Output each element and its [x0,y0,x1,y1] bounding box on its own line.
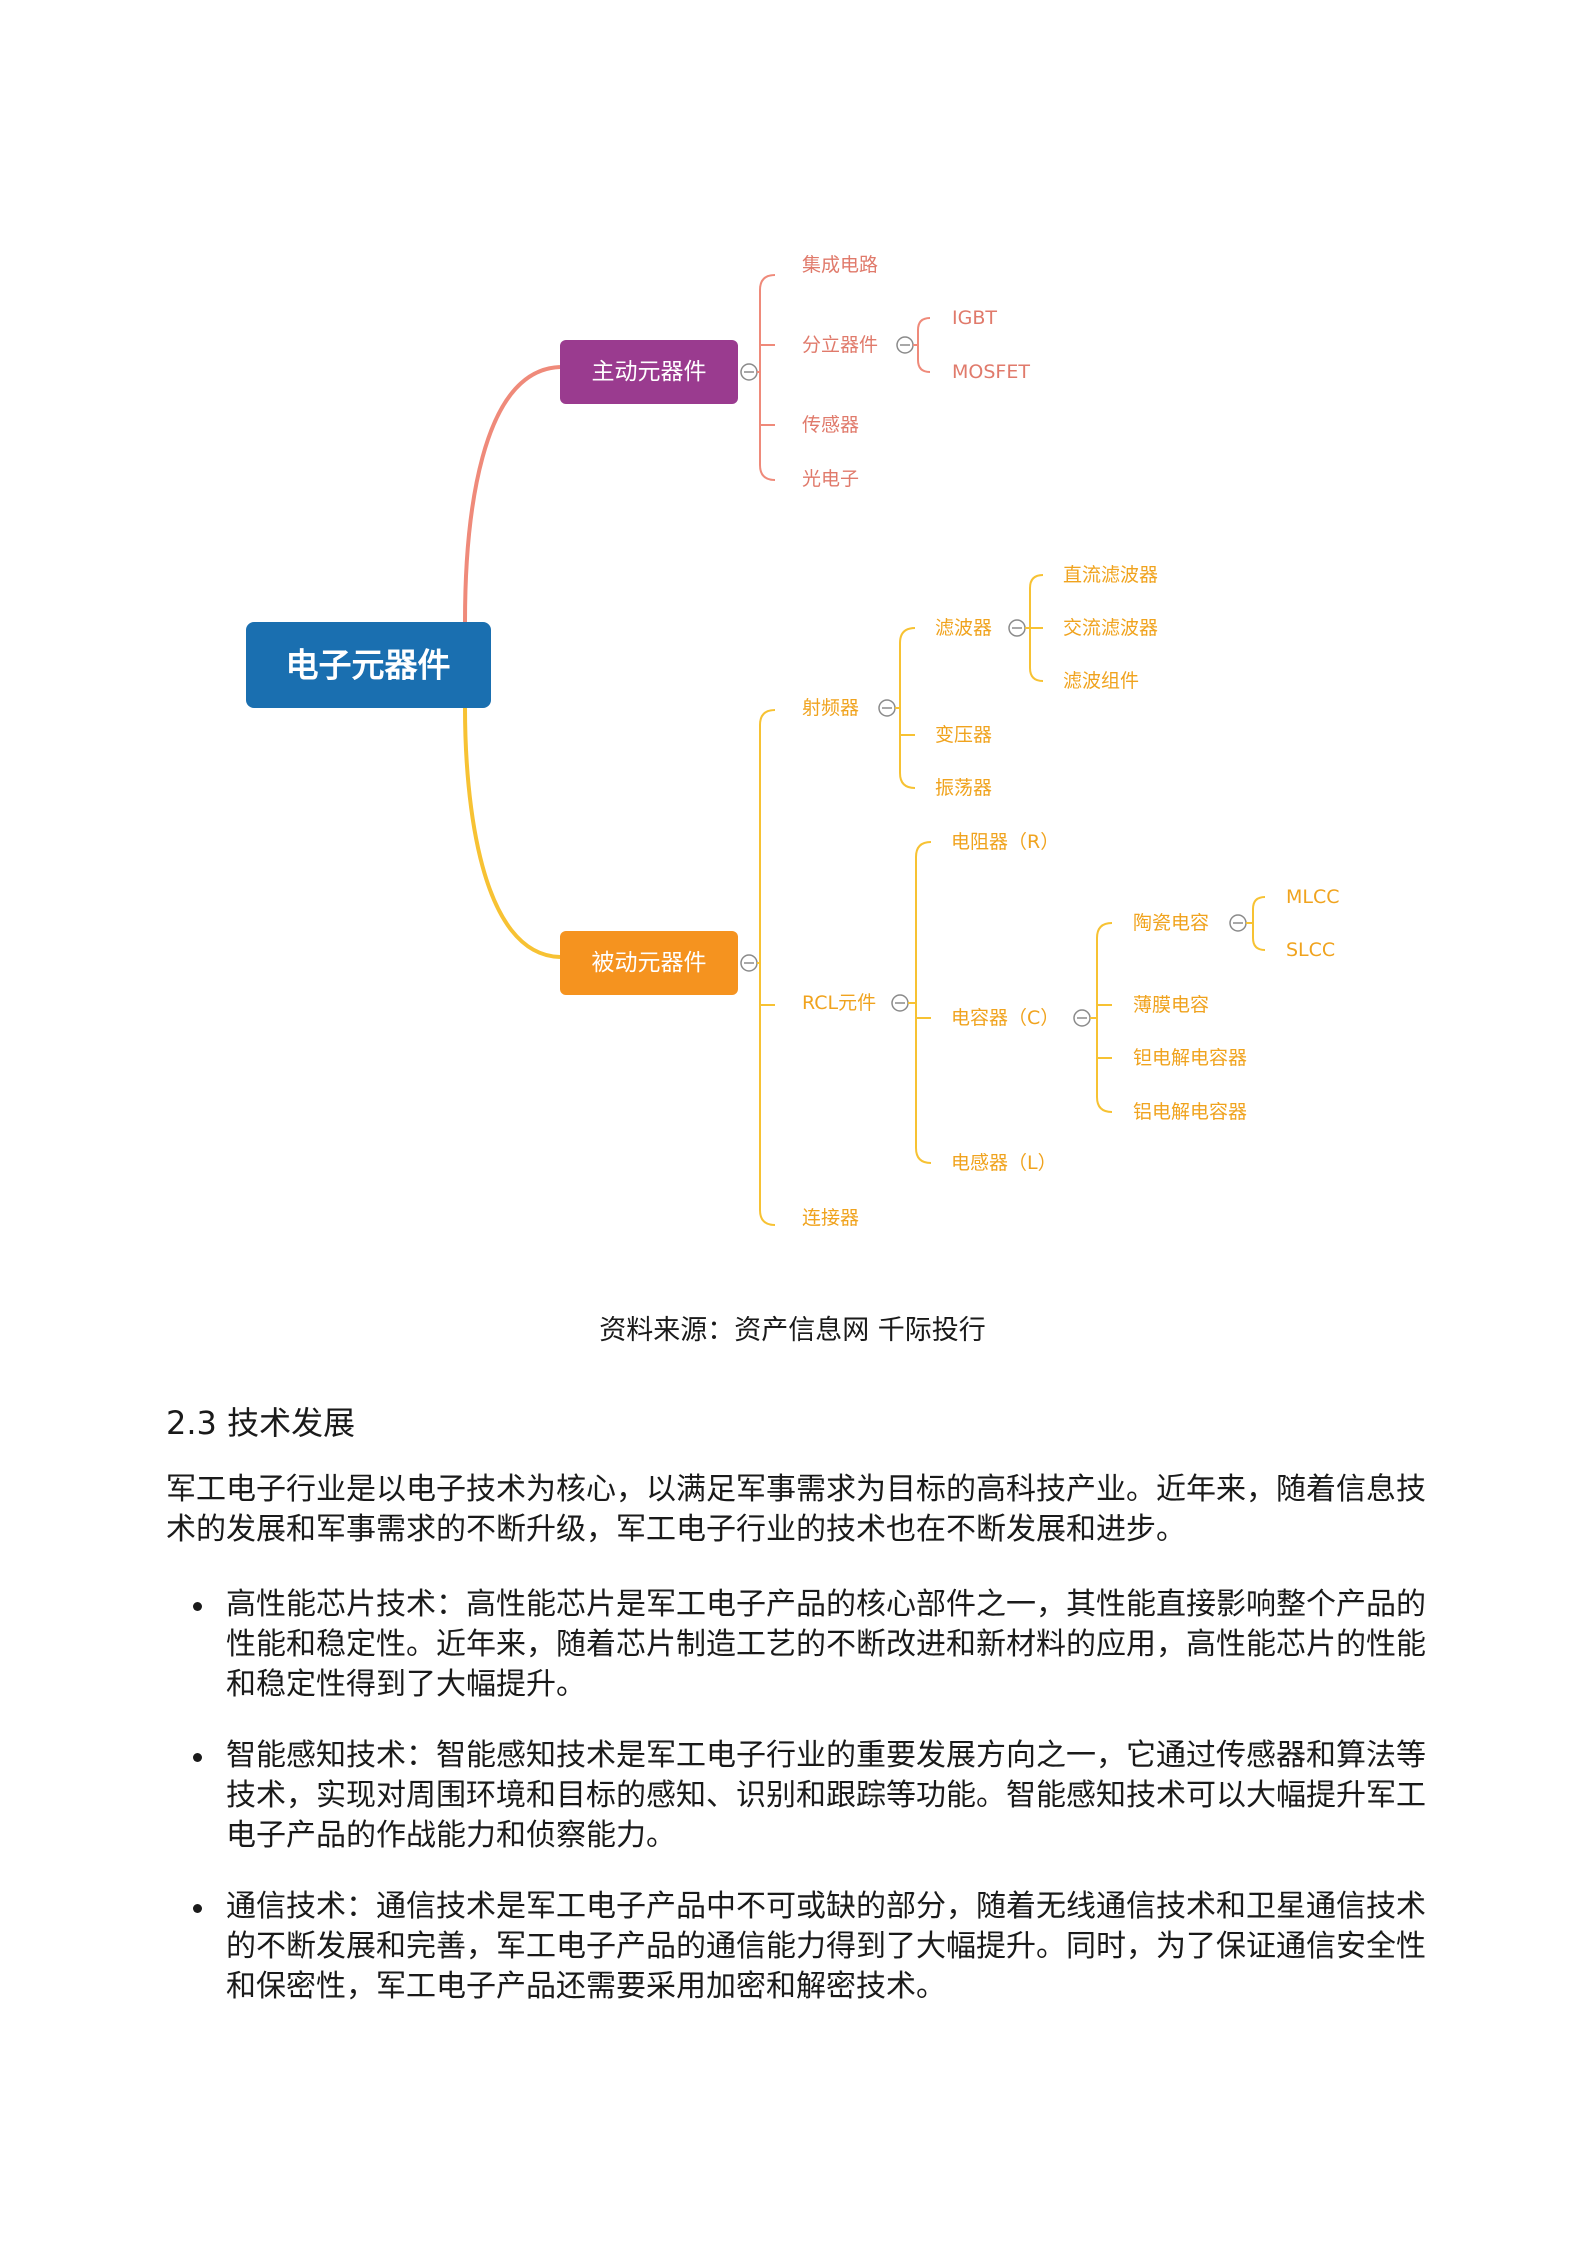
capacitor-child-tantalum[interactable]: 钽电解电容器 [1133,1047,1247,1069]
passive-bracket-line [759,709,776,1226]
active-components-label: 主动元器件 [592,359,707,385]
active-bracket-line [759,274,776,481]
rf-child-oscillator[interactable]: 振荡器 [935,777,992,799]
passive-components-node[interactable]: 被动元器件 [560,931,738,995]
passive-child-rf[interactable]: 射频器 [802,697,859,719]
filter-child-ac[interactable]: 交流滤波器 [1063,617,1158,639]
ceramic-child-mlcc[interactable]: MLCC [1286,886,1340,908]
rcl-bracket-line [915,841,932,1164]
active-child-discrete[interactable]: 分立器件 [802,334,878,356]
intro-paragraph: 军工电子行业是以电子技术为核心，以满足军事需求为目标的高科技产业。近年来，随着信… [166,1472,1426,1547]
list-item: 智能感知技术：智能感知技术是军工电子行业的重要发展方向之一，它通过传感器和算法等… [166,1736,1426,1856]
discrete-child-igbt[interactable]: IGBT [952,307,997,329]
rcl-child-resistor[interactable]: 电阻器（R） [951,831,1059,853]
section-title: 2.3 技术发展 [166,1404,356,1442]
rcl-child-inductor[interactable]: 电感器（L） [951,1152,1057,1174]
rf-collapse-icon[interactable] [878,699,896,717]
root-node[interactable]: 电子元器件 [246,622,491,708]
capacitor-bracket-line [1096,922,1113,1113]
bullet-dot-icon [193,1753,202,1762]
list-item: 通信技术：通信技术是军工电子产品中不可或缺的部分，随着无线通信技术和卫星通信技术… [166,1887,1426,2007]
list-item-text: 高性能芯片技术：高性能芯片是军工电子产品的核心部件之一，其性能直接影响整个产品的… [226,1587,1426,1702]
rcl-child-capacitor[interactable]: 电容器（C） [951,1007,1059,1029]
rf-child-filter[interactable]: 滤波器 [935,617,992,639]
ceramic-child-slcc[interactable]: SLCC [1286,939,1335,961]
active-components-node[interactable]: 主动元器件 [560,340,738,404]
active-child-sensor[interactable]: 传感器 [802,414,859,436]
capacitor-child-film[interactable]: 薄膜电容 [1133,994,1209,1016]
rf-child-transformer[interactable]: 变压器 [935,724,992,746]
passive-collapse-icon[interactable] [740,954,758,972]
filter-collapse-icon[interactable] [1008,619,1026,637]
passive-child-connector[interactable]: 连接器 [802,1207,859,1229]
list-item: 高性能芯片技术：高性能芯片是军工电子产品的核心部件之一，其性能直接影响整个产品的… [166,1585,1426,1705]
filter-child-dc[interactable]: 直流滤波器 [1063,564,1158,586]
root-to-active-connector [463,365,561,623]
list-item-text: 通信技术：通信技术是军工电子产品中不可或缺的部分，随着无线通信技术和卫星通信技术… [226,1889,1426,2004]
capacitor-child-aluminum[interactable]: 铝电解电容器 [1133,1101,1247,1123]
figure-caption: 资料来源：资产信息网 千际投行 [599,1315,986,1346]
passive-components-label: 被动元器件 [592,950,707,976]
root-to-passive-connector [463,707,561,959]
active-child-ic[interactable]: 集成电路 [802,254,878,276]
discrete-child-mosfet[interactable]: MOSFET [952,361,1030,383]
passive-child-rcl[interactable]: RCL元件 [802,992,876,1014]
bullet-list: 高性能芯片技术：高性能芯片是军工电子产品的核心部件之一，其性能直接影响整个产品的… [166,1585,1426,2038]
discrete-collapse-icon[interactable] [896,336,914,354]
active-child-optoelectronics[interactable]: 光电子 [802,468,859,490]
rf-bracket-line [899,627,916,789]
rcl-collapse-icon[interactable] [891,994,909,1012]
ceramic-bracket-line [1252,896,1266,951]
list-item-text: 智能感知技术：智能感知技术是军工电子行业的重要发展方向之一，它通过传感器和算法等… [226,1738,1426,1853]
discrete-bracket-line [917,317,931,373]
bullet-dot-icon [193,1904,202,1913]
capacitor-collapse-icon[interactable] [1073,1009,1091,1027]
root-node-label: 电子元器件 [286,646,451,685]
active-collapse-icon[interactable] [740,363,758,381]
filter-child-assembly[interactable]: 滤波组件 [1063,670,1139,692]
mind-map-diagram: 电子元器件 主动元器件 集成电路 分立器件 传感器 光电子 IGBT MOSFE… [246,254,1340,1229]
bullet-dot-icon [193,1602,202,1611]
capacitor-child-ceramic[interactable]: 陶瓷电容 [1133,912,1209,934]
ceramic-collapse-icon[interactable] [1229,914,1247,932]
